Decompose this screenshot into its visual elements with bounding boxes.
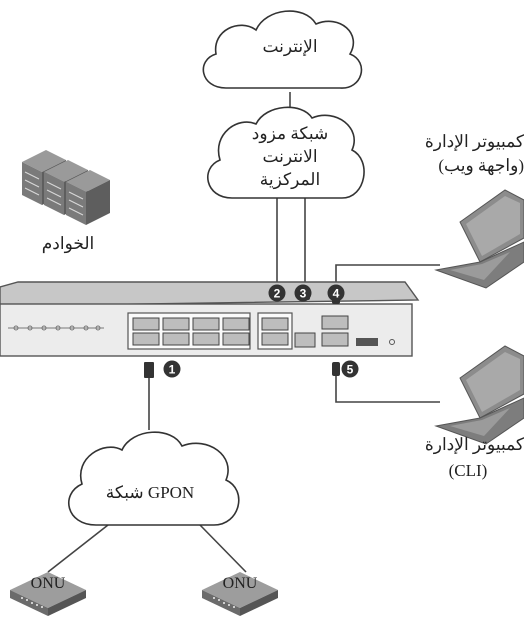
internet-label: الإنترنت	[262, 37, 318, 56]
gpon-onu-left-link	[47, 524, 109, 573]
gpon-label: شبكة GPON	[105, 483, 195, 502]
isp-label: شبكة مزود الانترنت المركزية	[226, 122, 354, 191]
port-badges: 1 2 3 4 5	[163, 284, 359, 378]
badge-1: 1	[169, 363, 176, 377]
badge-2-circle	[268, 284, 286, 302]
mgmt-cli-line2: (CLI)	[448, 461, 488, 480]
laptop-web-icon	[434, 189, 524, 289]
badge-3: 3	[300, 287, 307, 301]
onu-right-label: ONU	[222, 575, 258, 592]
badge-4: 4	[333, 287, 340, 301]
uplink-ports	[261, 317, 289, 346]
isp-label-line3: المركزية	[259, 170, 321, 189]
connector-5	[332, 362, 340, 376]
connection-lines	[47, 92, 440, 573]
mgmt-web-label: كمبيوتر الإدارة (واجهة ويب)	[392, 130, 524, 178]
cli-pc-link	[335, 372, 440, 403]
isp-label-line1: شبكة مزود	[251, 124, 329, 143]
servers-label: الخوادم	[41, 234, 95, 253]
servers-icon	[22, 150, 110, 225]
onu-right-icon	[202, 572, 278, 616]
badge-5-circle	[341, 360, 359, 378]
mgmt-cli-label: كمبيوتر الإدارة (CLI)	[392, 432, 524, 484]
gpon-onu-right-link	[199, 524, 247, 573]
mgmt-web-line2: (واجهة ويب)	[438, 156, 524, 175]
console-port	[294, 332, 316, 348]
connector-1	[144, 362, 154, 378]
onu-left-label: ONU	[30, 575, 66, 592]
isp-cloud	[207, 106, 365, 199]
gpon-cloud	[67, 431, 240, 526]
badge-5: 5	[347, 363, 354, 377]
front-vents	[8, 325, 104, 331]
badge-1-circle	[163, 360, 181, 378]
isp-label-line2: الانترنت	[262, 147, 318, 166]
mgmt-web-line1: كمبيوتر الإدارة	[424, 132, 524, 151]
usb-port	[356, 338, 378, 346]
olt-switch	[0, 281, 420, 357]
laptop-cli-icon	[434, 345, 524, 445]
internet-cloud	[202, 10, 363, 89]
reset-hole	[389, 339, 395, 345]
onu-left-icon	[10, 572, 86, 616]
badge-2: 2	[274, 287, 281, 301]
badge-3-circle	[294, 284, 312, 302]
badge-4-circle	[327, 284, 345, 302]
mgmt-cli-line1: كمبيوتر الإدارة	[424, 435, 524, 454]
rj45-ports	[321, 315, 349, 347]
pon-ports	[132, 317, 250, 346]
